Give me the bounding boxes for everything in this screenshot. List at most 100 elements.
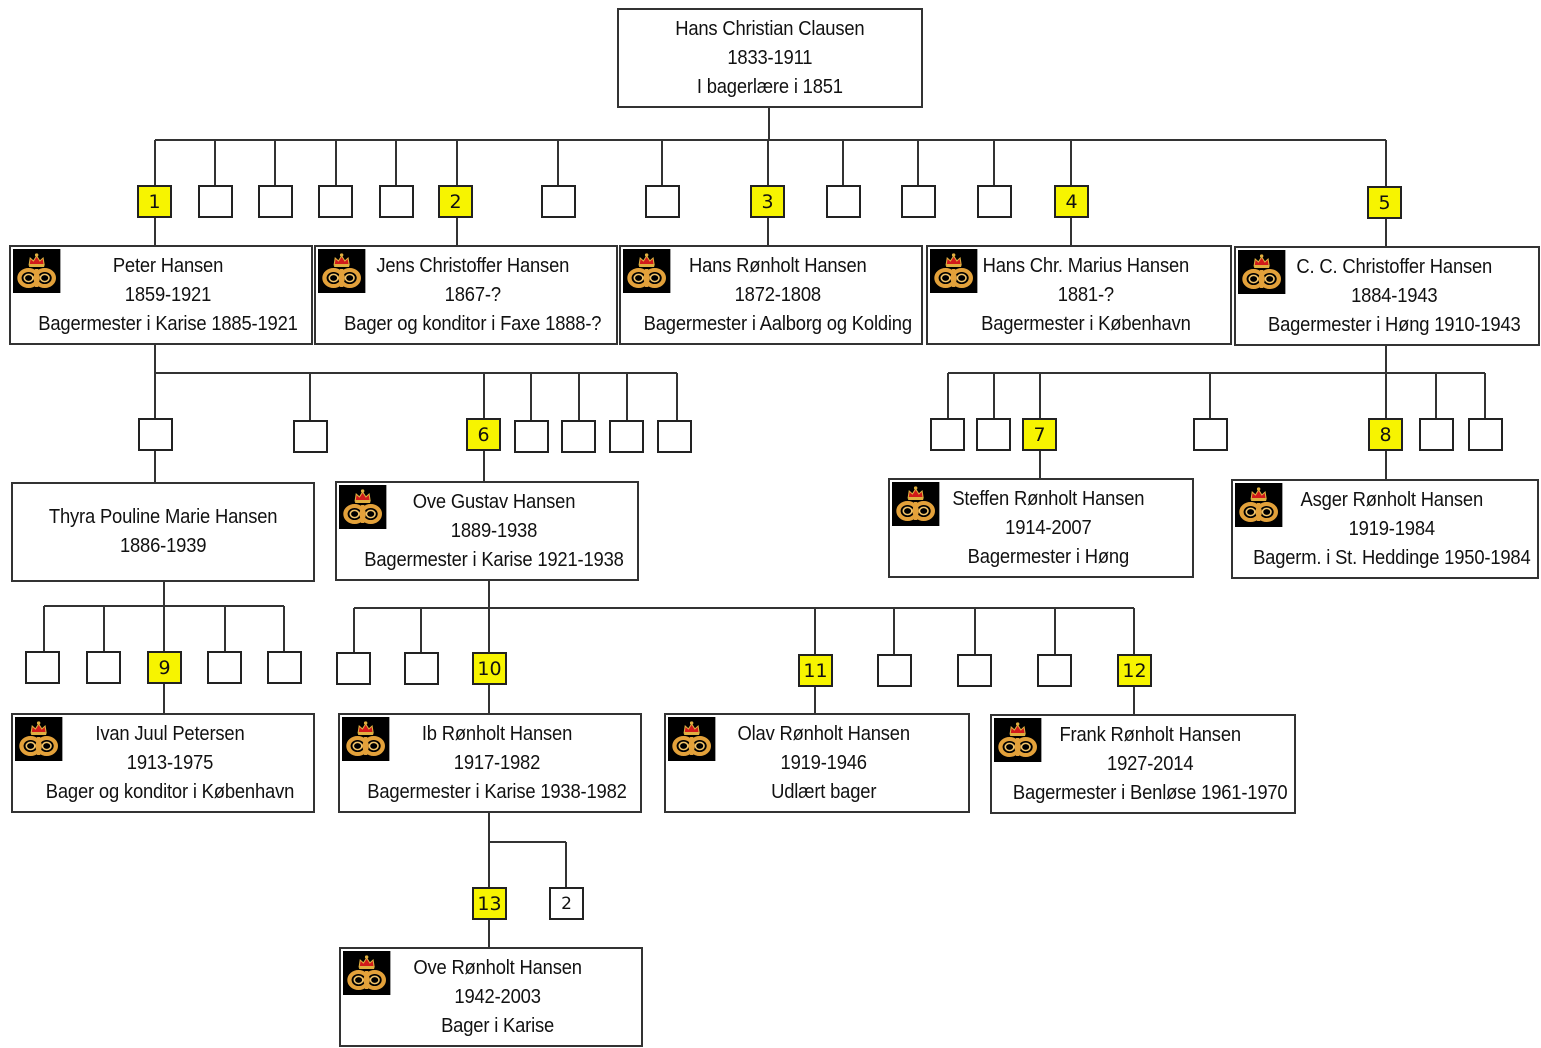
person-occupation: Bagermester i København <box>981 312 1191 335</box>
person-occupation: Udlært bager <box>771 780 877 803</box>
empty-child-box <box>514 420 549 453</box>
person-occupation: Bagermester i Karise 1938-1982 <box>367 780 627 803</box>
person-years: 1919-1946 <box>780 751 868 774</box>
empty-child-box <box>645 185 680 218</box>
person-name: Hans Christian Clausen <box>675 17 865 40</box>
person-occupation: Bagermester i Høng 1910-1943 <box>1267 313 1521 336</box>
baker-guild-pretzel-crown-icon <box>318 249 366 293</box>
empty-child-box <box>258 185 293 218</box>
baker-guild-pretzel-crown-icon <box>994 718 1042 762</box>
person-occupation: Bager og konditor i København <box>45 780 295 803</box>
person-name: Ove Rønholt Hansen <box>413 956 583 979</box>
empty-child-box <box>293 420 328 453</box>
empty-child-box <box>541 185 576 218</box>
person-years: 1913-1975 <box>126 751 214 774</box>
child-number-badge: 13 <box>472 887 507 920</box>
child-number-badge: 7 <box>1022 418 1057 451</box>
empty-child-box <box>267 651 302 684</box>
person-name: Steffen Rønholt Hansen <box>951 487 1144 510</box>
person-name: Ib Rønholt Hansen <box>421 722 573 745</box>
child-number-badge: 3 <box>750 185 785 218</box>
empty-child-box <box>198 185 233 218</box>
person-name: Peter Hansen <box>112 254 224 277</box>
person-name: Asger Rønholt Hansen <box>1300 488 1484 511</box>
person-name: Thyra Pouline Marie Hansen <box>48 506 278 528</box>
child-number-badge: 8 <box>1368 418 1403 451</box>
person-occupation: I bagerlære i 1851 <box>696 75 844 98</box>
empty-child-box <box>318 185 353 218</box>
person-name: Frank Rønholt Hansen <box>1059 723 1241 746</box>
empty-child-box <box>977 185 1012 218</box>
child-number-badge: 6 <box>466 418 501 451</box>
person-name: C. C. Christoffer Hansen <box>1296 255 1492 278</box>
person-name: Jens Christoffer Hansen <box>376 254 570 277</box>
baker-guild-pretzel-crown-icon <box>13 249 61 293</box>
person-name: Ivan Juul Petersen <box>95 722 245 745</box>
empty-child-box <box>901 185 936 218</box>
empty-child-box <box>1037 654 1072 687</box>
baker-guild-pretzel-crown-icon <box>892 482 940 526</box>
empty-child-box <box>336 652 371 685</box>
person-years: 1867-? <box>444 283 502 306</box>
baker-guild-pretzel-crown-icon <box>1235 483 1283 527</box>
child-number-badge: 11 <box>798 654 833 687</box>
person-years: 1884-1943 <box>1350 284 1438 307</box>
empty-child-box <box>877 654 912 687</box>
empty-child-box <box>1468 418 1503 451</box>
child-number-badge: 2 <box>549 887 584 920</box>
child-number-badge: 2 <box>438 185 473 218</box>
empty-child-box <box>957 654 992 687</box>
child-number-badge: 9 <box>147 651 182 684</box>
person-occupation: Bager og konditor i Faxe 1888-? <box>344 312 602 335</box>
baker-guild-pretzel-crown-icon <box>342 717 390 761</box>
baker-guild-pretzel-crown-icon <box>668 717 716 761</box>
empty-child-box <box>930 418 965 451</box>
empty-child-box <box>826 185 861 218</box>
empty-child-box <box>1419 418 1454 451</box>
empty-child-box <box>138 418 173 451</box>
person-occupation: Bagermester i Aalborg og Kolding <box>643 312 913 335</box>
empty-child-box <box>609 420 644 453</box>
empty-child-box <box>25 651 60 684</box>
person-occupation: Bagermester i Karise 1885-1921 <box>38 312 298 335</box>
child-number-badge: 10 <box>472 652 507 685</box>
empty-child-box <box>86 651 121 684</box>
person-occupation: Bagermester i Benløse 1961-1970 <box>1012 781 1288 804</box>
baker-guild-pretzel-crown-icon <box>339 485 387 529</box>
person-years: 1917-1982 <box>453 751 541 774</box>
empty-child-box <box>561 420 596 453</box>
person-name: Ove Gustav Hansen <box>412 490 576 513</box>
child-number-badge: 5 <box>1367 186 1402 219</box>
baker-guild-pretzel-crown-icon <box>1238 250 1286 294</box>
baker-guild-pretzel-crown-icon <box>623 249 671 293</box>
empty-child-box <box>207 651 242 684</box>
empty-child-box <box>379 185 414 218</box>
person-name: Hans Chr. Marius Hansen <box>982 254 1190 277</box>
person-years: 1872-1808 <box>734 283 822 306</box>
person-years: 1919-1984 <box>1348 517 1436 540</box>
person-years: 1859-1921 <box>124 283 212 306</box>
empty-child-box <box>657 420 692 453</box>
person-name: Hans Rønholt Hansen <box>689 254 867 277</box>
empty-child-box <box>1193 418 1228 451</box>
empty-child-box <box>976 418 1011 451</box>
baker-guild-pretzel-crown-icon <box>343 951 391 995</box>
person-years: 1889-1938 <box>450 519 538 542</box>
person-box-thyra: Thyra Pouline Marie Hansen 1886-1939 <box>11 482 315 582</box>
child-number-badge: 1 <box>137 185 172 218</box>
person-years: 1886-1939 <box>119 535 207 557</box>
person-years: 1914-2007 <box>1004 516 1092 539</box>
person-years: 1927-2014 <box>1106 752 1194 775</box>
child-number-badge: 12 <box>1117 654 1152 687</box>
